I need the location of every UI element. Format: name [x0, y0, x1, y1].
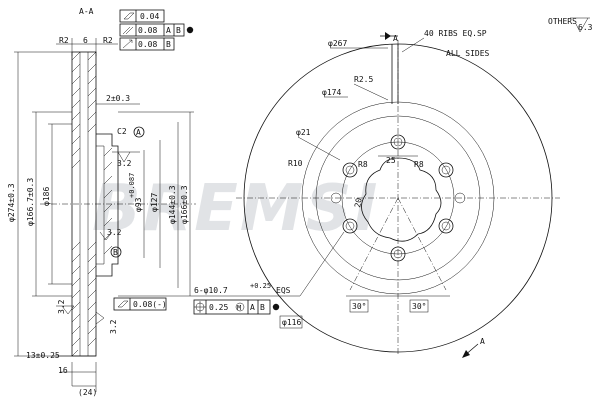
datum-b-circle: [110, 246, 122, 258]
dim-twentyfour: (24): [78, 388, 97, 397]
roughness-icon: [570, 17, 590, 33]
flatness-icon: [123, 12, 135, 20]
label-r2-left: R2: [59, 36, 69, 45]
section-marker-bottom: A: [480, 337, 485, 346]
dim-d127: φ127: [150, 193, 159, 212]
label-c2: C2: [117, 127, 127, 136]
dim-d274: φ274±0.3: [7, 183, 16, 222]
flatness-icon: [117, 300, 129, 308]
rough-c: 3.2: [57, 299, 66, 314]
dim-d186: φ186: [42, 187, 51, 206]
ribs-note: 40 RIBS EQ.SP: [424, 29, 487, 38]
dim-sixteen: 16: [58, 366, 68, 375]
parallel-icon: [122, 26, 134, 35]
dim-d1667: φ166.7±0.3: [26, 178, 35, 226]
dim-d116: φ116: [282, 318, 301, 327]
others-label: OTHERS: [548, 17, 577, 26]
parallel-ref-b: B: [176, 26, 181, 35]
hatch-left-plate: [71, 51, 81, 357]
section-view: R2 6 R2: [7, 36, 196, 397]
dim-d174: φ174: [322, 88, 341, 97]
dim-d93-tol: +0.087: [128, 173, 136, 198]
rough-b: 3.2: [107, 228, 122, 237]
pos-modifier: M: [237, 304, 241, 312]
datum-a: A: [136, 128, 141, 137]
pos-ref-a: A: [250, 303, 255, 312]
runout-icon: [122, 39, 133, 49]
section-marker-top: A: [393, 34, 398, 43]
dim-two: 2±0.3: [106, 94, 130, 103]
parallel-value: 0.08: [138, 26, 157, 35]
others-value: 6.3: [578, 23, 593, 32]
holes-label: 6-φ10.7: [194, 286, 228, 295]
roughness-icon: [99, 231, 113, 241]
runout-value: 0.08: [138, 40, 157, 49]
holes-eqs: EQS: [276, 286, 291, 295]
hatch-right-plate: [87, 51, 97, 347]
hatch-hub: [103, 147, 113, 255]
dim-twenty: 20: [353, 197, 364, 208]
face-annotations: OTHERS 6.3 40 RIBS EQ.SP ALL SIDES φ267 …: [193, 17, 593, 329]
label-six: 6: [83, 36, 88, 45]
dim-d21: φ21: [296, 128, 311, 137]
face-view: A A 30° 30°: [236, 32, 560, 358]
all-sides: ALL SIDES: [446, 49, 490, 58]
dim-r10: R10: [288, 159, 303, 168]
rough-d: 3.2: [109, 319, 118, 334]
flatness-value: 0.04: [140, 12, 159, 21]
angle-left: 30°: [352, 302, 366, 311]
gdt-frames-top: 0.04 0.08 A B 0.08 B: [119, 9, 194, 51]
dim-d144: φ144±0.3: [168, 185, 177, 224]
roughness-icon: [56, 305, 75, 315]
dim-twentyfive: 25: [386, 156, 396, 165]
pos-value: 0.25: [209, 303, 228, 312]
roughness-icon: [112, 151, 140, 163]
dim-d267: φ267: [328, 39, 347, 48]
datum-b: B: [113, 248, 118, 257]
parallel-ref-a: A: [166, 26, 171, 35]
angle-right: 30°: [412, 302, 426, 311]
runout-ref-b: B: [166, 40, 171, 49]
pos-ref-b: B: [260, 303, 265, 312]
dim-r25: R2.5: [354, 75, 373, 84]
watermark-logo: BREMSI: [92, 172, 379, 246]
holes-tol: +0.25: [250, 282, 271, 290]
dim-thirteen: 13±0.25: [26, 351, 60, 360]
datum-dot-icon: [186, 26, 194, 34]
rough-a: 3.2: [117, 159, 132, 168]
datum-a-circle: [133, 126, 145, 138]
dim-r8-right: R8: [414, 160, 424, 169]
dim-r8-left: R8: [358, 160, 368, 169]
center-bore: [361, 157, 442, 242]
dim-d93: φ93: [134, 197, 143, 212]
label-r2-right: R2: [103, 36, 113, 45]
roughness-icon: [95, 311, 105, 325]
section-title: A-A: [79, 7, 94, 16]
bottom-flat-value: 0.08(-): [133, 300, 167, 309]
datum-dot-icon: [272, 303, 280, 311]
dim-d166: φ166±0.3: [180, 185, 189, 224]
